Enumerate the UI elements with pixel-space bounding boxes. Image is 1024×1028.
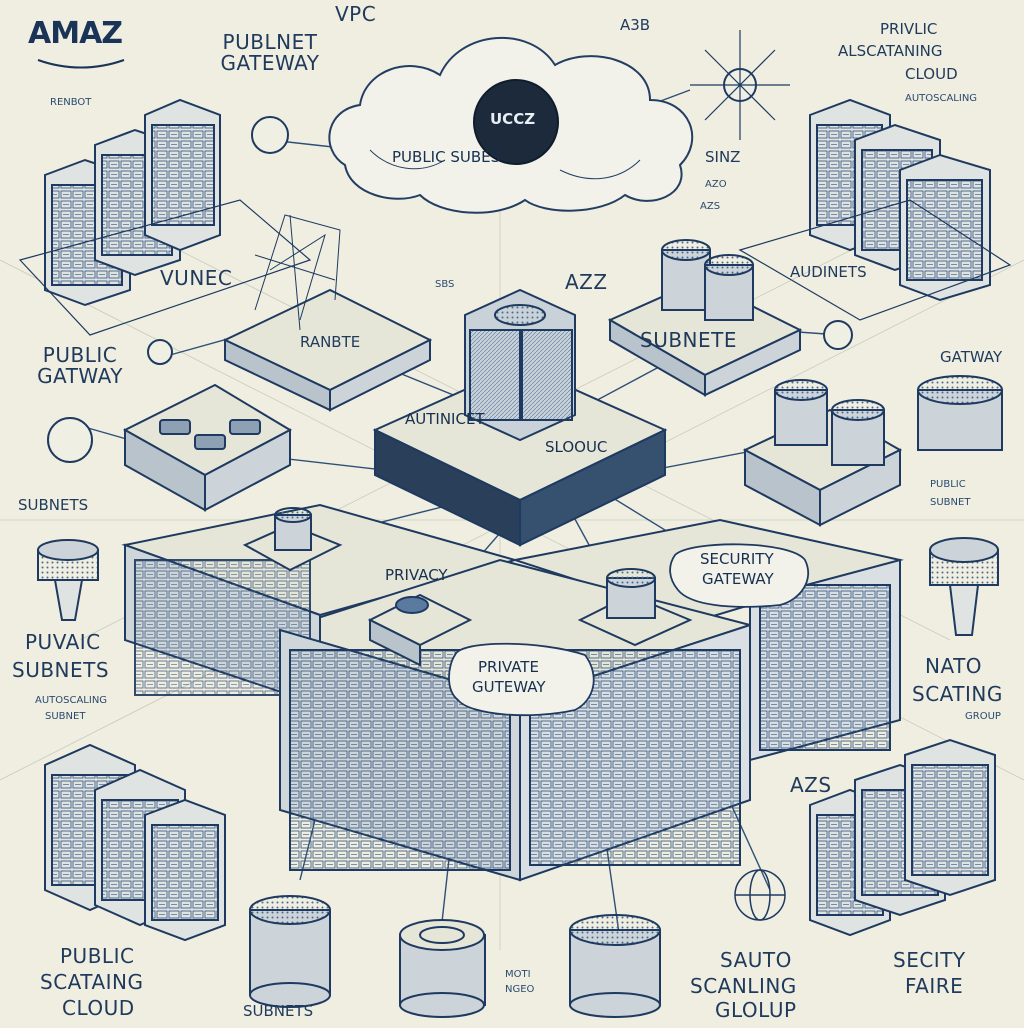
subnet-tile-right — [607, 239, 803, 397]
cloud-badge: UCCZ — [490, 110, 536, 128]
label-right-small: AUTOSCALING — [905, 93, 978, 104]
label-public-bottom: PUBLIC — [60, 944, 135, 968]
label-left-small2: SUBNET — [45, 711, 86, 722]
server-cluster-bottom-left — [44, 743, 226, 942]
label-azz: AZZ — [565, 270, 608, 294]
label-vpc: VPC — [335, 2, 377, 26]
label-audinets: AUDINETS — [790, 263, 867, 281]
storage-platform-right — [742, 379, 903, 527]
label-private-gateway-2: GUTEWAY — [472, 678, 546, 696]
label-scataing: SCATAING — [40, 970, 144, 994]
subnet-tile-left — [222, 214, 433, 412]
label-cloud-top-right: CLOUD — [905, 65, 958, 83]
label-a3b: A3B — [620, 16, 651, 34]
label-right-small3: GROUP — [965, 711, 1001, 722]
label-secity: SECITY — [893, 948, 966, 972]
label-security-gateway-top: SECURITY — [700, 550, 774, 568]
label-nato: NATO — [925, 654, 983, 678]
label-publnet-gateway: PUBLNET GATEWAY — [220, 30, 320, 75]
label-subnets-left: SUBNETS — [18, 496, 89, 514]
label-public-gatway-left: PUBLIC GATWAY — [37, 343, 123, 388]
central-hub — [372, 288, 668, 547]
label-ranbte: RANBTE — [300, 333, 361, 351]
label-puvaic: PUVAIC — [25, 630, 101, 654]
label-right-tag2: SUBNET — [930, 497, 971, 508]
label-vunec: VUNEC — [160, 266, 233, 290]
label-subnets-left2: SUBNETS — [12, 658, 110, 682]
base-nodes — [242, 507, 693, 667]
callout-bubbles — [448, 543, 810, 717]
label-privlic: PRIVLIC — [880, 20, 938, 38]
label-azs-small: AZS — [700, 201, 721, 212]
label-subnete: SUBNETE — [640, 328, 738, 352]
label-private-gateway-1: PRIVATE — [478, 658, 539, 676]
label-autinicet: AUTINICET — [405, 410, 485, 428]
label-moti: MOTI — [505, 969, 531, 980]
brand-smile-icon — [37, 59, 125, 69]
label-security-gateway-bot: GATEWAY — [702, 570, 774, 588]
brand-logo: AMAZ — [28, 16, 123, 51]
starburst-icon — [690, 30, 790, 140]
label-sauto: SAUTO — [720, 948, 792, 972]
label-sbs: SBS — [435, 279, 455, 290]
server-cluster-top-right — [738, 98, 1012, 321]
server-cluster-top-left — [18, 98, 312, 336]
storage-cylinders-bottom — [249, 895, 661, 1018]
label-sloouc: SLOOUC — [545, 438, 608, 456]
label-alscating: ALSCATANING — [838, 42, 943, 60]
lamp-nodes — [37, 375, 1003, 636]
label-scanling: SCANLING — [690, 974, 797, 998]
cloud-hub-icon — [473, 79, 559, 165]
label-faire: FAIRE — [905, 974, 964, 998]
label-renbot: RENBOT — [50, 97, 92, 108]
label-scating: SCATING — [912, 682, 1003, 706]
label-glolup: GLOLUP — [715, 998, 797, 1022]
label-left-small1: AUTOSCALING — [35, 695, 108, 706]
label-azs: AZS — [790, 773, 832, 797]
gateway-platform-left — [122, 383, 293, 512]
label-public-subes: PUBLIC SUBES — [392, 148, 501, 166]
label-gatway-right: GATWAY — [940, 348, 1003, 366]
label-ngeo: NGEO — [505, 984, 535, 995]
label-sinz: SINZ — [705, 148, 741, 166]
globe-icon — [734, 869, 786, 921]
label-privacy: PRIVACY — [385, 566, 448, 584]
label-right-tag1: PUBLIC — [930, 479, 966, 490]
server-cluster-bottom-right — [809, 738, 996, 937]
label-azo: AZO — [705, 179, 727, 190]
label-subnets-bottom: SUBNETS — [243, 1002, 314, 1020]
label-cloud-bottom: CLOUD — [62, 996, 135, 1020]
